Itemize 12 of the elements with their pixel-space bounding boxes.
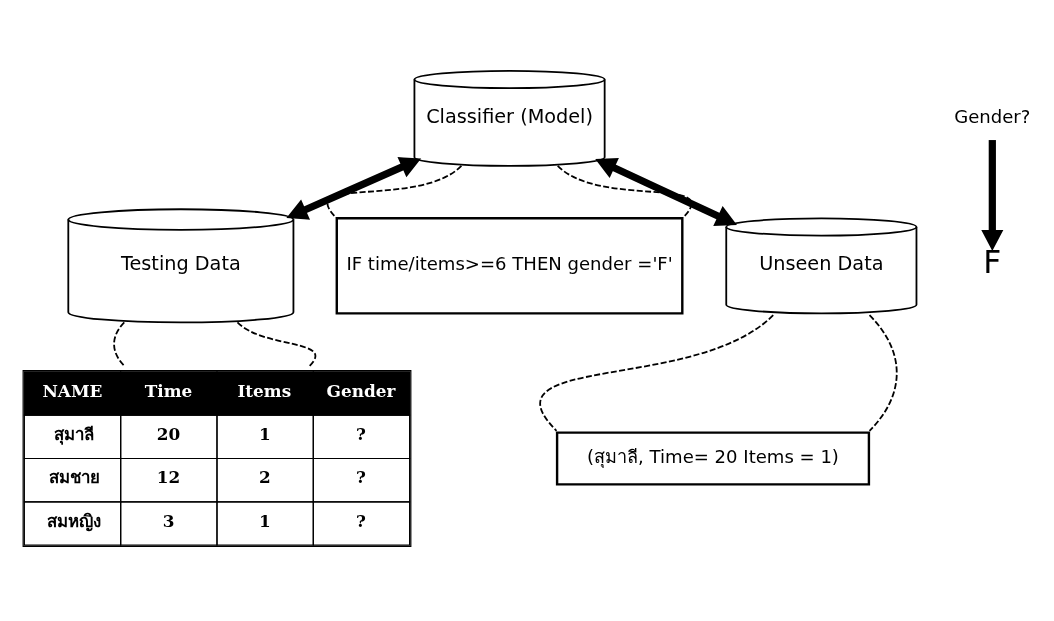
arrow xyxy=(286,156,422,220)
connector xyxy=(326,164,463,219)
node-box: (สุมาลี, Time= 20 Items = 1) xyxy=(555,430,871,486)
connector xyxy=(236,321,317,367)
connector xyxy=(556,164,693,219)
connector xyxy=(113,321,126,367)
node-text: F xyxy=(983,243,1002,280)
node-text: Gender? xyxy=(954,105,1031,127)
connector xyxy=(539,313,775,432)
arrow xyxy=(595,157,737,226)
connector xyxy=(868,313,898,432)
node-box: IF time/items>=6 THEN gender ='F' xyxy=(335,216,684,315)
